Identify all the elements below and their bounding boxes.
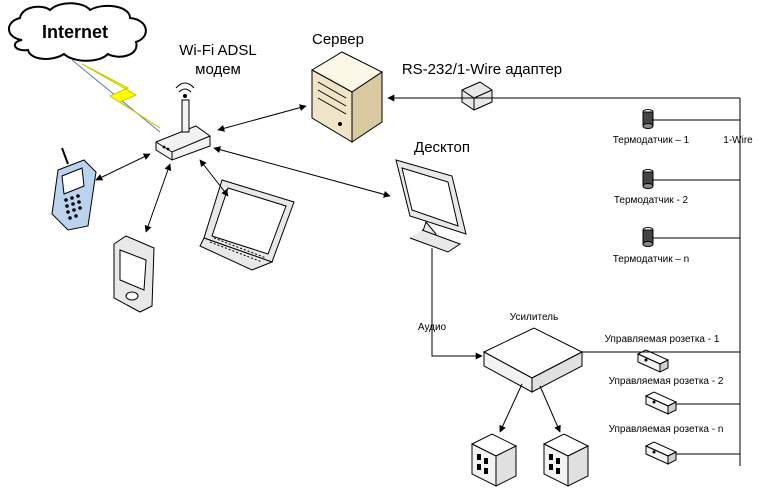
adapter-icon xyxy=(461,81,493,111)
adapter-label: RS-232/1-Wire адаптер xyxy=(402,61,562,78)
socket-n-label: Управляемая розетка - n xyxy=(609,424,724,435)
router-icon xyxy=(155,82,211,161)
link-modem-phone xyxy=(95,153,151,181)
server-icon xyxy=(310,51,383,143)
wifi-label-line2: модем xyxy=(195,61,241,78)
link-amp-speaker-left xyxy=(499,383,523,433)
server-label: Сервер xyxy=(312,31,364,48)
socket-1-icon xyxy=(636,349,670,373)
socket-2-label: Управляемая розетка - 2 xyxy=(609,376,724,387)
laptop-icon xyxy=(199,179,295,271)
onewire-label: 1-Wire xyxy=(723,135,753,146)
sensor-2-icon xyxy=(642,169,654,189)
speaker-right-icon xyxy=(542,433,590,487)
link-amp-speaker-right xyxy=(539,385,561,433)
link-modem-laptop xyxy=(199,159,229,197)
socket-1-label: Управляемая розетка - 1 xyxy=(605,334,720,345)
sensor-n-icon xyxy=(642,227,654,247)
link-modem-desktop xyxy=(213,146,391,198)
sensor-n-label: Термодатчик – n xyxy=(613,254,690,265)
internet-cloud: Internet xyxy=(8,2,147,62)
amplifier-label: Усилитель xyxy=(510,312,558,323)
amplifier-icon xyxy=(482,327,584,393)
link-audio xyxy=(431,248,483,360)
sensor-1-label: Термодатчик – 1 xyxy=(613,135,690,146)
speaker-left-icon xyxy=(470,433,518,487)
socket-2-icon xyxy=(644,391,678,415)
mobile-phone-icon xyxy=(51,147,97,231)
pda-icon xyxy=(113,235,155,313)
link-modem-server xyxy=(217,104,307,132)
desktop-monitor-icon xyxy=(395,159,467,253)
link-modem-pda xyxy=(144,163,172,233)
lightning-icon xyxy=(81,63,161,129)
internet-label: Internet xyxy=(42,22,108,42)
audio-label: Аудио xyxy=(418,322,447,333)
sensor-1-icon xyxy=(642,109,654,129)
sensor-2-label: Термодатчик - 2 xyxy=(614,195,689,206)
socket-n-icon xyxy=(644,441,678,465)
wifi-label-line1: Wi-Fi ADSL xyxy=(179,42,257,59)
desktop-label: Десктоп xyxy=(414,139,470,156)
